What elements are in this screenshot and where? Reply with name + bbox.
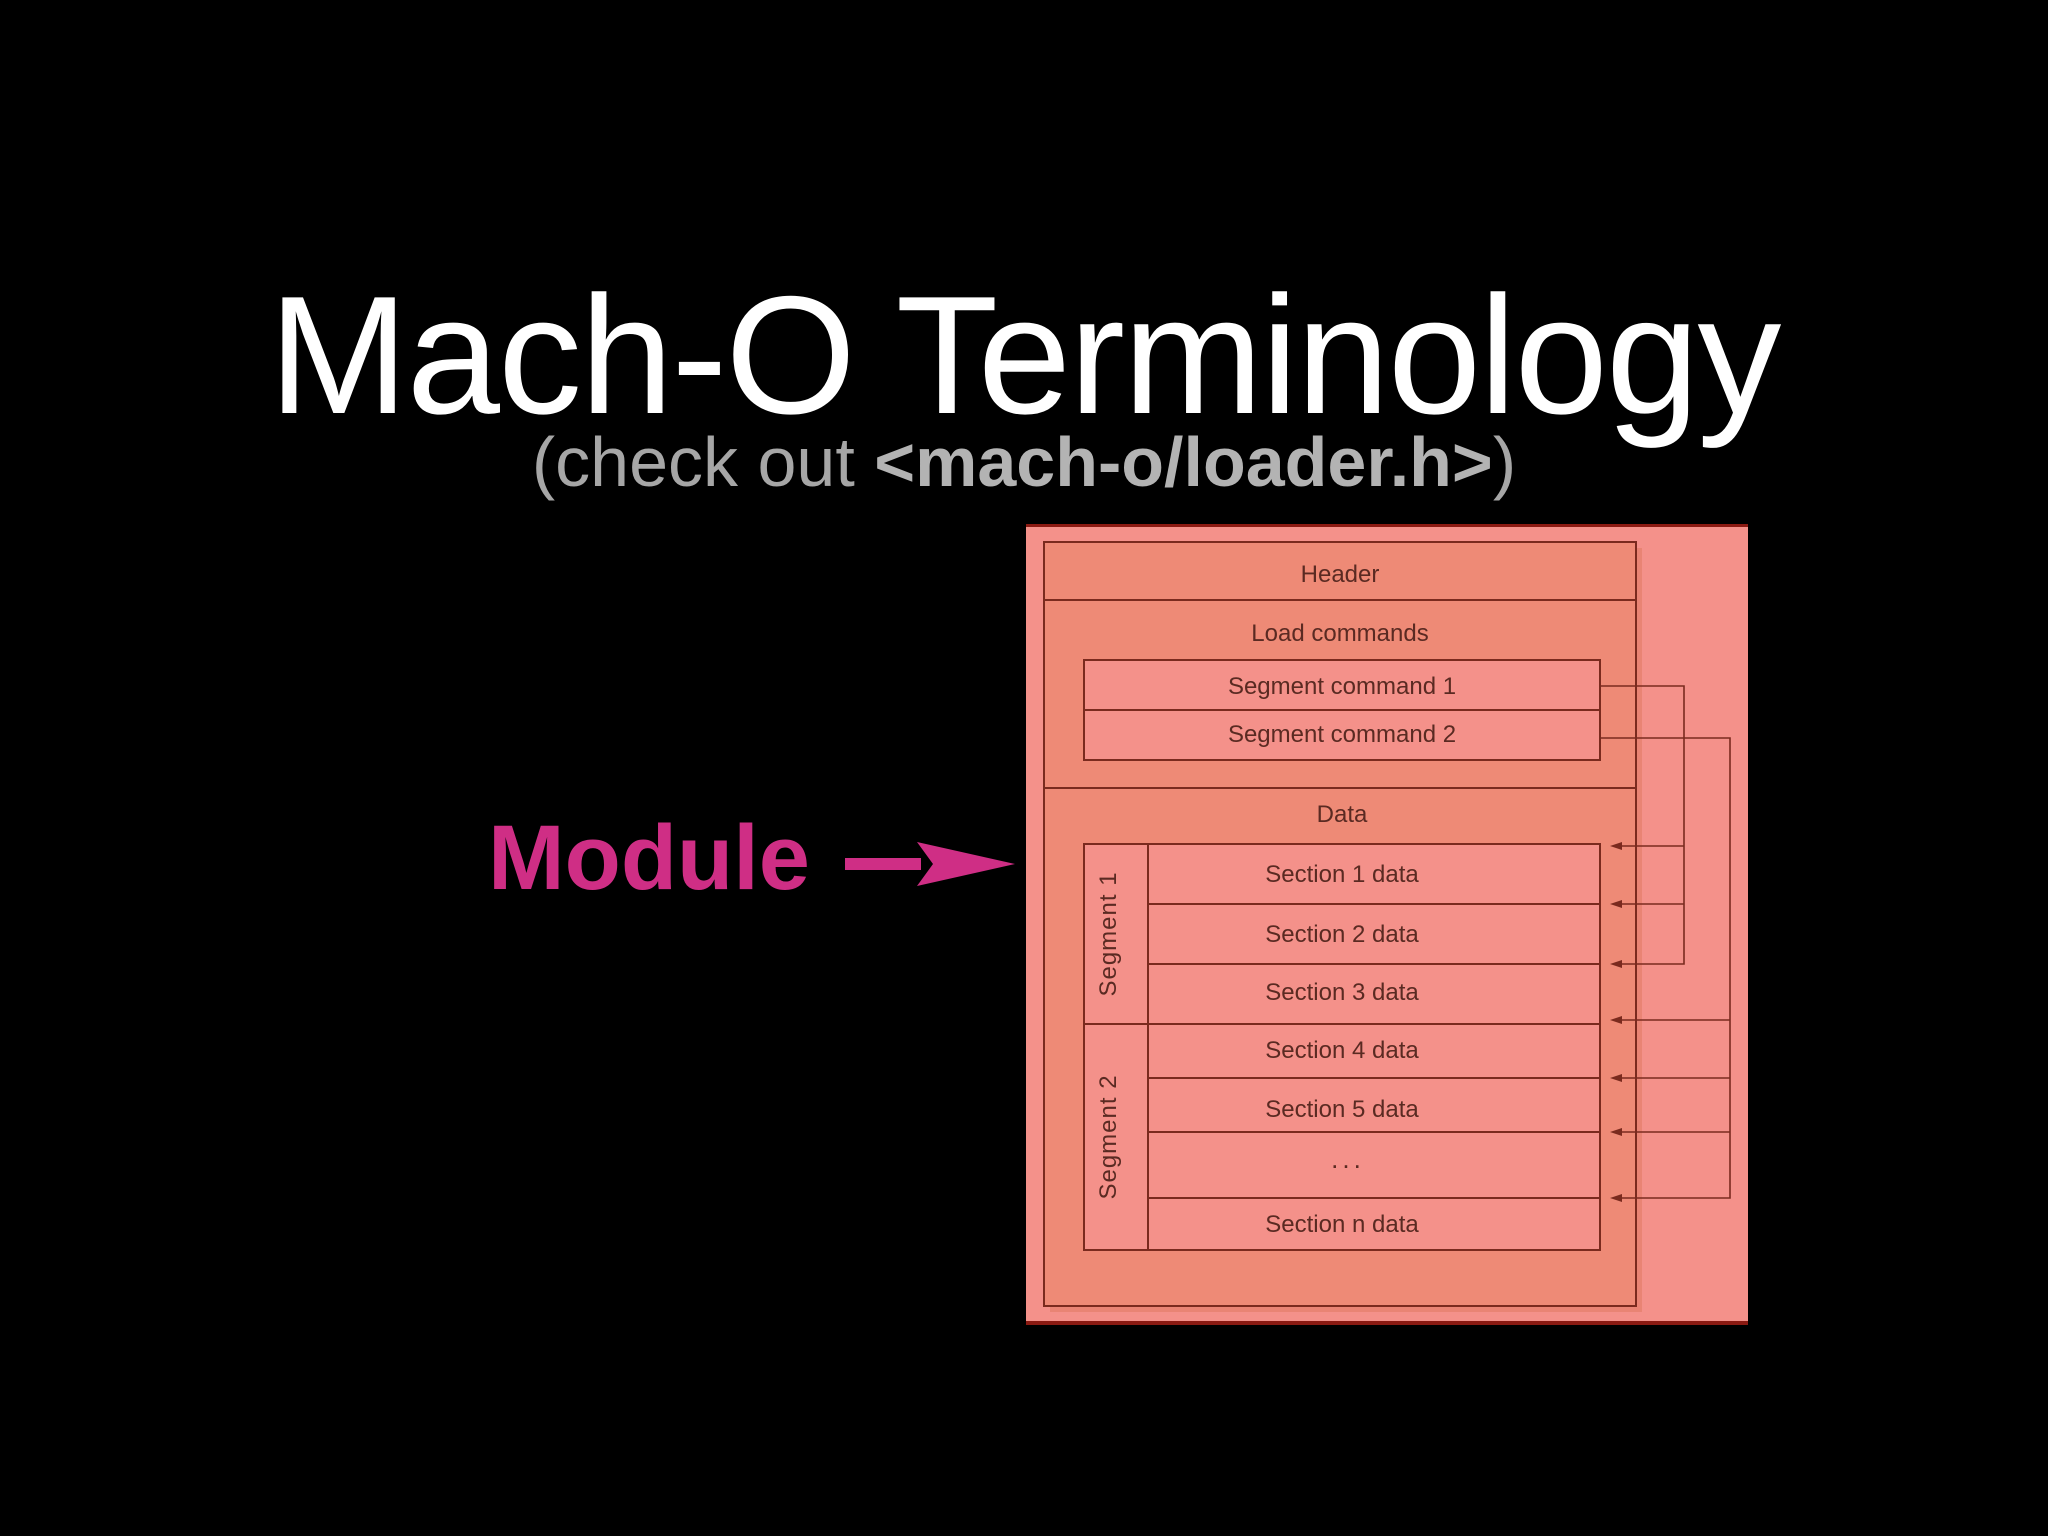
segment-command-1-label: Segment command 1: [1228, 673, 1456, 700]
macho-diagram: Header Load commands Segment command 1 S…: [1026, 524, 1748, 1325]
section-ellipsis-label: ...: [1331, 1144, 1365, 1174]
slide-subtitle: (check out <mach-o/loader.h>): [0, 422, 2048, 502]
subtitle-prefix: (check out: [531, 423, 875, 501]
data-label: Data: [1317, 801, 1368, 828]
segment-command-2-label: Segment command 2: [1228, 721, 1456, 748]
load-commands-label: Load commands: [1251, 620, 1428, 647]
segment-1-label: Segment 1: [1095, 871, 1122, 996]
data-box: [1083, 843, 1601, 1251]
section-1-label: Section 1 data: [1265, 861, 1419, 888]
section-n-label: Section n data: [1265, 1211, 1419, 1238]
section-3-label: Section 3 data: [1265, 979, 1419, 1006]
module-label: Module: [488, 807, 810, 909]
section-4-label: Section 4 data: [1265, 1037, 1419, 1064]
segment-2-pointer-lines: [1600, 737, 1731, 1199]
header-label: Header: [1301, 561, 1380, 588]
slide-title: Mach-O Terminology: [268, 261, 1782, 449]
segment-1-pointer-lines: [1600, 685, 1685, 965]
module-arrow-icon: [845, 842, 1015, 886]
subtitle-header-file: <mach-o/loader.h>: [874, 423, 1493, 501]
subtitle-suffix: ): [1492, 423, 1517, 501]
section-5-label: Section 5 data: [1265, 1096, 1419, 1123]
pointer-arrowheads: [1610, 842, 1622, 1202]
segment-2-label: Segment 2: [1095, 1074, 1122, 1199]
section-2-label: Section 2 data: [1265, 921, 1419, 948]
